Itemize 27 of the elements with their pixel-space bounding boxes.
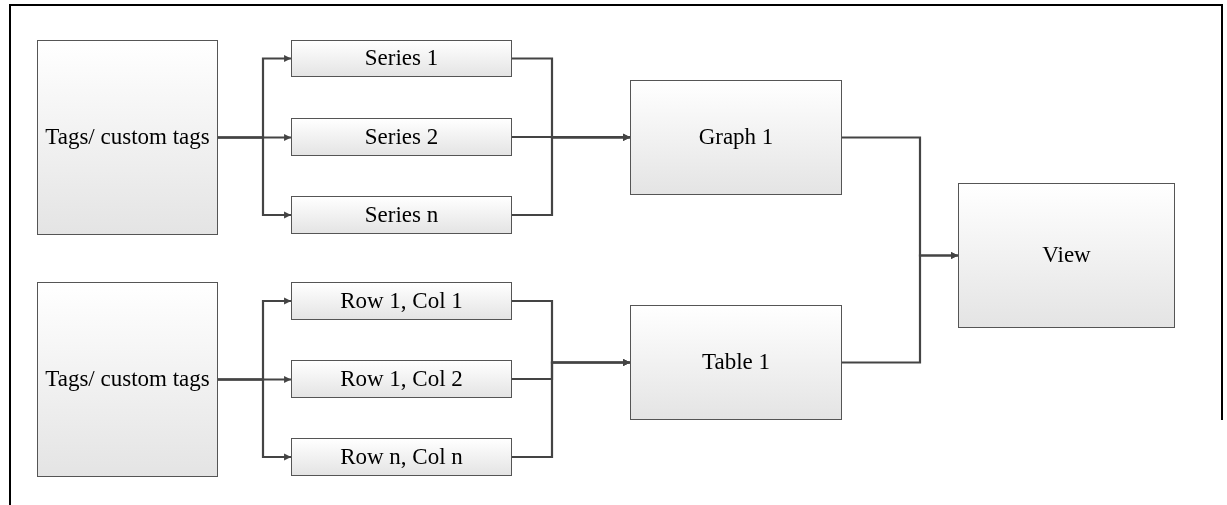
box-label: Table 1 <box>701 348 771 377</box>
box-label: Tags/ custom tags <box>44 365 211 394</box>
arrow <box>512 134 631 217</box>
box-label: Row 1, Col 1 <box>339 286 464 315</box>
process-box <box>291 282 512 320</box>
process-box <box>291 438 512 476</box>
process-box <box>630 305 842 420</box>
process-box <box>37 40 218 235</box>
process-box <box>291 40 512 77</box>
arrow <box>842 252 959 364</box>
process-box <box>630 80 842 195</box>
box-label: Row n, Col n <box>339 442 464 471</box>
box-label: Series n <box>363 200 440 229</box>
box-label: Series 1 <box>363 44 440 73</box>
process-box <box>37 282 218 477</box>
box-label: View <box>1041 241 1092 270</box>
process-box <box>291 118 512 156</box>
arrow <box>218 378 292 461</box>
arrow <box>218 136 292 219</box>
box-label: Tags/ custom tags <box>44 123 211 152</box>
box-label: Graph 1 <box>697 123 775 152</box>
box-label: Series 2 <box>363 122 440 151</box>
process-box <box>291 196 512 234</box>
box-label: Row 1, Col 2 <box>339 364 464 393</box>
process-box <box>291 360 512 398</box>
process-box <box>958 183 1175 328</box>
arrow <box>512 359 631 459</box>
